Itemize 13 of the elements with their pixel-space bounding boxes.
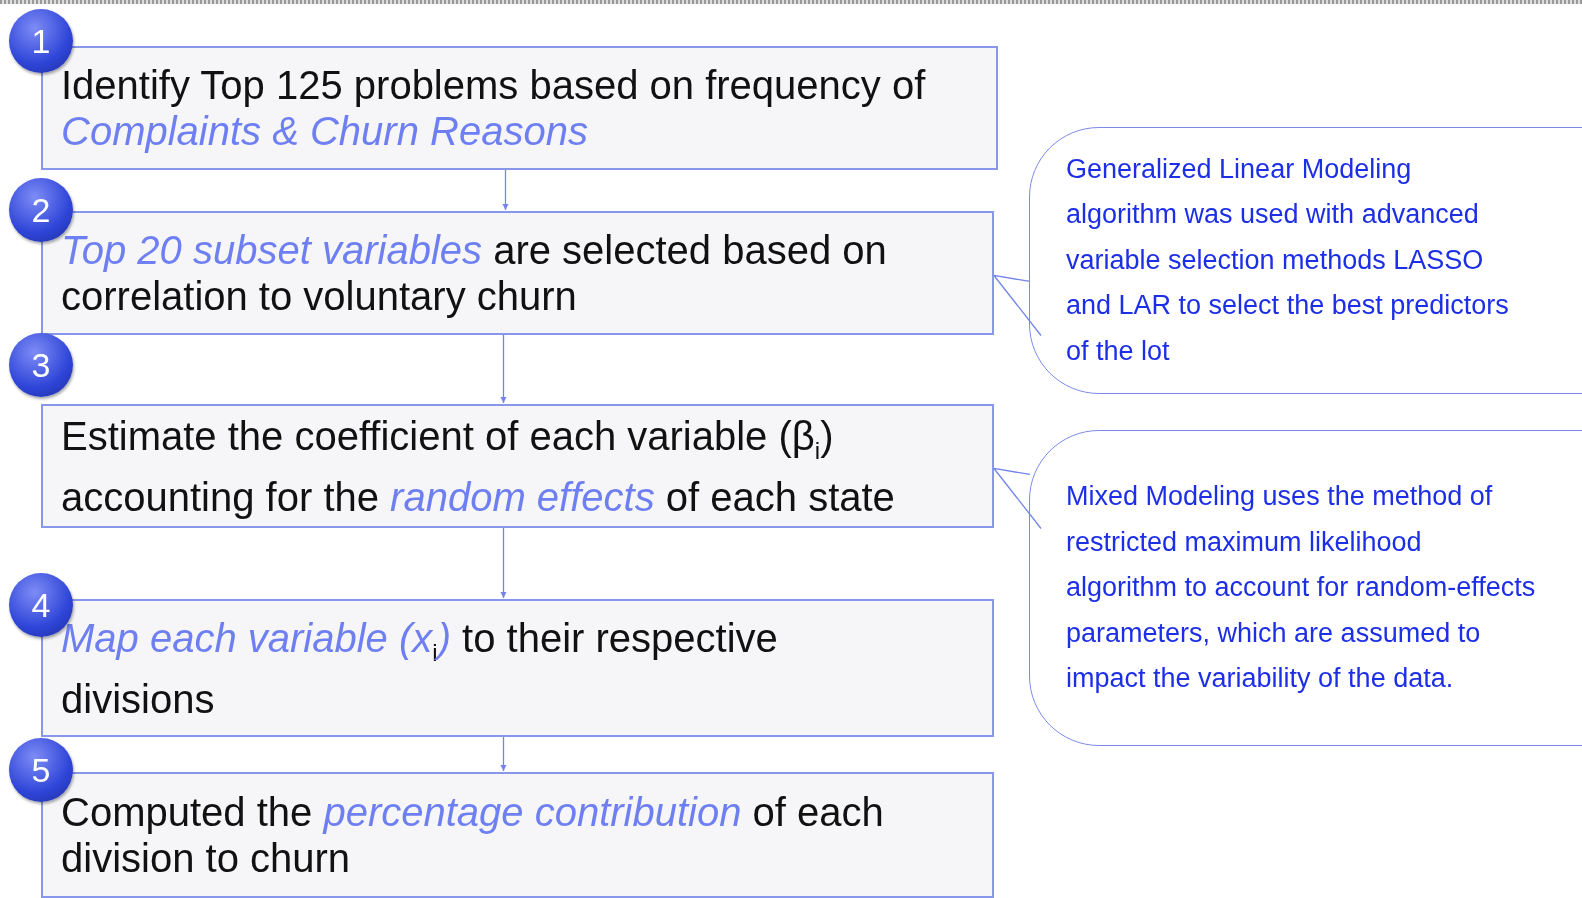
callout-bubble (1029, 430, 1582, 746)
callout-tail (993, 274, 1042, 337)
step-text: Estimate the coefficient of each variable (β$_{i}$) accounting for the random effects of each state (61, 412, 896, 520)
arrow (500, 527, 507, 599)
callout-tail (993, 467, 1042, 530)
arrow (500, 736, 507, 772)
arrow (502, 169, 509, 211)
callout-text: Mixed Modeling uses the method of restricted maximum likelihood algorithm to account for random-effects parameters, which are assumed to impact the variability of the data. (1066, 480, 1536, 696)
callout-text: Generalized Linear Modeling algorithm was used with advanced variable selection methods LASSO and LAR to select the best predictors of the lot (1066, 152, 1510, 368)
arrow (500, 334, 507, 404)
process-box (41, 404, 994, 528)
callout-bubble (1029, 127, 1582, 394)
step-number-circle: 3 (9, 333, 73, 397)
